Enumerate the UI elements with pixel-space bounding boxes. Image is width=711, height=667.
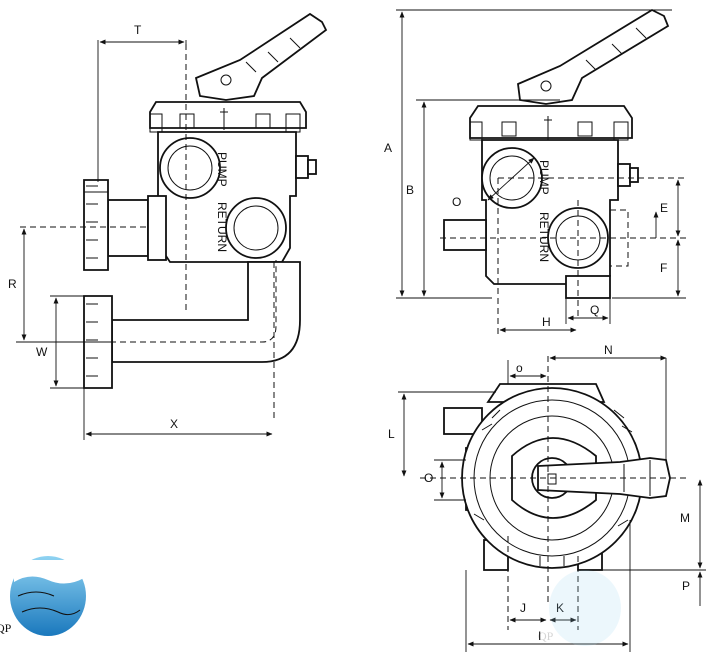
dim-R-label: R (8, 277, 17, 291)
pump-port-label: PUMP (215, 152, 229, 187)
side-view-with-plumbing: PUMP RETURN T R W X (8, 12, 328, 440)
dim-H-label: H (542, 315, 551, 329)
dim-K-label: K (556, 601, 564, 615)
top-view: N o L O M P J K I (388, 343, 706, 652)
dim-O-top-label: O (424, 471, 433, 485)
dim-E-label: E (660, 201, 668, 215)
dim-T-label: T (134, 23, 142, 37)
qp-logo: QP (0, 556, 86, 636)
dim-F-label: F (660, 261, 667, 275)
return-port-label: RETURN (215, 202, 229, 252)
dim-B-label: B (406, 183, 414, 197)
dim-P-label: P (682, 579, 690, 593)
dim-W-label: W (36, 345, 48, 359)
dim-J-label: J (520, 601, 526, 615)
return-port-label-2: RETURN (537, 212, 551, 262)
logo-text: QP (0, 621, 12, 635)
dim-N-label: N (604, 343, 613, 357)
dim-O-side-label: O (452, 195, 461, 209)
side-view: PUMP RETURN O A B E F H Q (384, 8, 690, 336)
dim-o-top-label: o (516, 361, 523, 375)
dim-I-label: I (538, 629, 541, 643)
pump-port-label-2: PUMP (537, 160, 551, 195)
watermark-text: QP (538, 629, 554, 643)
dim-X-label: X (170, 417, 178, 431)
dim-A-label: A (384, 141, 392, 155)
dim-Q-label: Q (590, 303, 599, 317)
dim-L-label: L (388, 427, 395, 441)
qp-watermark: QP (538, 570, 621, 646)
dim-M-label: M (680, 511, 690, 525)
